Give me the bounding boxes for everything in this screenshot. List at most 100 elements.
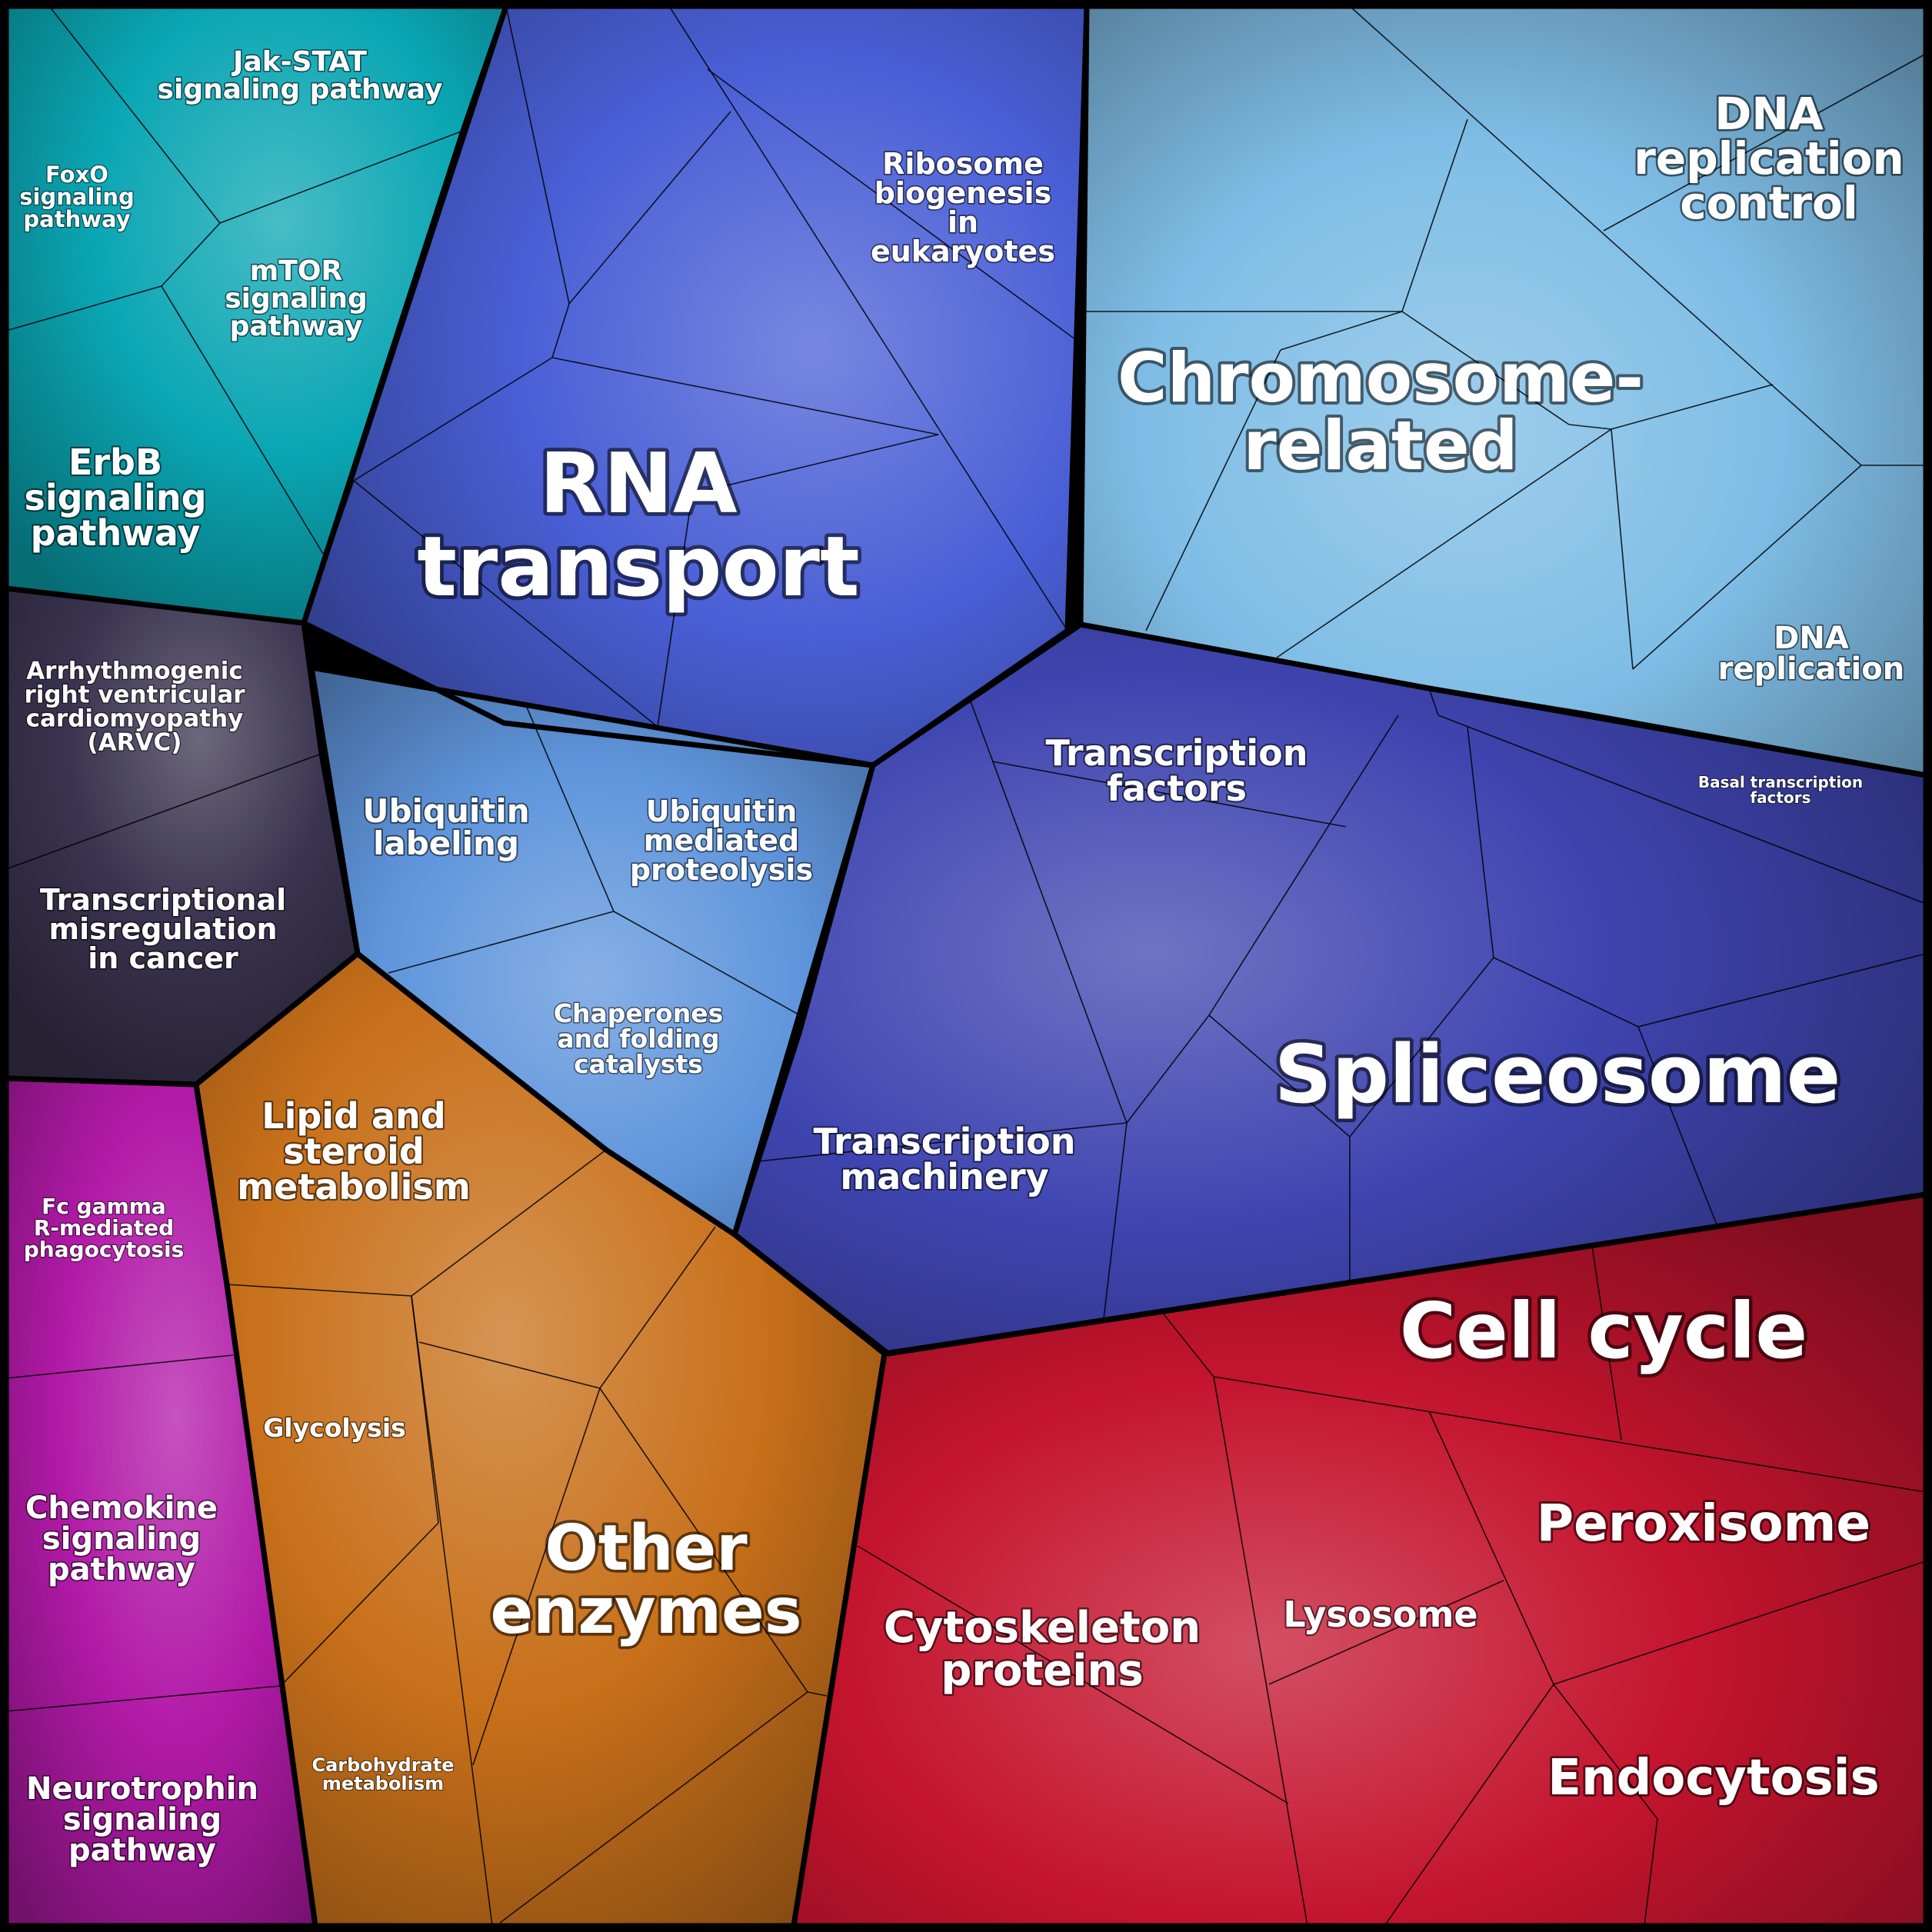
cell-divider-signaling-2 — [161, 222, 221, 287]
cell-divider-metabolism-9 — [807, 1691, 828, 1697]
cell-divider-rna-8 — [657, 493, 693, 728]
cell-divider-immune-1 — [5, 1685, 281, 1712]
cell-divider-chromosome-3 — [1401, 118, 1468, 312]
cell-divider-chromosome-10 — [1276, 428, 1612, 658]
group-region-transcription — [734, 625, 1926, 1354]
cell-divider-rna-3 — [353, 357, 553, 481]
cell-divider-chromosome-9 — [1611, 384, 1774, 430]
cell-divider-transcription-2 — [1428, 688, 1439, 716]
cell-divider-chromosome-7 — [1401, 311, 1570, 425]
cell-divider-transcription-0 — [970, 701, 1128, 1124]
cell-divider-metabolism-8 — [472, 1387, 601, 1766]
group-region-disease — [6, 588, 358, 1084]
cell-divider-transcription-6 — [1208, 1014, 1351, 1138]
group-region-metabolism — [196, 954, 884, 1926]
cell-label: Endocytosis — [1547, 1750, 1879, 1807]
cell-divider-rna-1 — [551, 303, 570, 358]
cell-divider-rna-6 — [551, 357, 939, 435]
cell-divider-chromosome-2 — [1603, 53, 1927, 232]
cell-divider-metabolism-10 — [499, 1691, 808, 1924]
cell-divider-cellular-processes-5 — [1553, 1561, 1927, 1685]
cell-divider-disease-0 — [5, 753, 322, 870]
cell-divider-cellular-processes-7 — [1384, 1684, 1554, 1927]
cell-divider-chromosome-0 — [1349, 5, 1862, 466]
cell-divider-transcription-1 — [991, 761, 1347, 828]
cell-divider-immune-0 — [5, 1354, 234, 1379]
cell-divider-cellular-processes-0 — [1161, 1311, 1214, 1377]
cell-divider-transcription-14 — [757, 1122, 1128, 1162]
cell-divider-chromosome-11 — [1611, 428, 1634, 670]
group-region-chromosome — [1081, 6, 1926, 775]
cell-divider-metabolism-1 — [411, 1149, 607, 1297]
cell-divider-rna-0 — [505, 5, 570, 305]
group-region-protein-processing — [311, 668, 873, 1234]
cell-divider-rna-5 — [353, 480, 658, 728]
cell-divider-transcription-9 — [1493, 957, 1639, 1028]
cell-divider-transcription-3 — [1437, 715, 1927, 904]
cell-divider-chromosome-8 — [1568, 424, 1612, 430]
cell-divider-rna-10 — [707, 68, 1085, 347]
cell-label: Cell cycle — [1400, 1286, 1807, 1376]
cell-divider-chromosome-5 — [1280, 311, 1403, 351]
cell-divider-signaling-1 — [5, 285, 162, 331]
cell-divider-cellular-processes-4 — [1428, 1411, 1554, 1685]
cell-label: Glycolysis — [263, 1413, 406, 1443]
cell-divider-metabolism-4 — [411, 1295, 493, 1927]
cell-divider-protein-processing-2 — [613, 911, 801, 1016]
cell-divider-signaling-0 — [48, 5, 221, 224]
cell-divider-rna-9 — [668, 5, 1068, 631]
cell-divider-rna-7 — [691, 434, 939, 495]
cell-divider-signaling-4 — [161, 285, 324, 555]
cell-divider-cellular-processes-2 — [1591, 1245, 1622, 1441]
cell-divider-metabolism-7 — [599, 1387, 808, 1693]
cell-divider-transcription-10 — [1637, 953, 1927, 1028]
cell-divider-transcription-13 — [1103, 1122, 1128, 1320]
cell-divider-protein-processing-1 — [388, 911, 615, 974]
group-region-immune — [6, 1078, 315, 1926]
cell-divider-cellular-processes-1 — [1213, 1376, 1927, 1493]
cell-divider-chromosome-12 — [1632, 465, 1862, 670]
cell-divider-cellular-processes-10 — [857, 1545, 1289, 1804]
cell-divider-transcription-5 — [1126, 1014, 1210, 1124]
cell-divider-transcription-7 — [1467, 726, 1494, 958]
cell-divider-cellular-processes-6 — [1268, 1580, 1504, 1685]
cell-divider-protein-processing-0 — [525, 703, 615, 912]
cell-divider-transcription-11 — [1637, 1026, 1717, 1225]
cell-divider-signaling-3 — [219, 130, 464, 224]
cell-label: Lysosome — [1283, 1594, 1477, 1635]
cell-divider-transcription-8 — [1349, 957, 1494, 1138]
cell-divider-rna-2 — [568, 111, 731, 305]
cell-divider-metabolism-5 — [418, 1341, 601, 1389]
cell-divider-cellular-processes-8 — [1553, 1684, 1658, 1820]
cell-divider-transcription-4 — [1208, 715, 1399, 1016]
cell-label: Chromosome-related — [1118, 338, 1644, 485]
cell-label: Peroxisome — [1537, 1494, 1870, 1553]
group-region-cellular-processes — [794, 1194, 1926, 1926]
cell-divider-metabolism-0 — [226, 1284, 412, 1297]
group-region-signaling — [6, 6, 506, 623]
cell-divider-cellular-processes-9 — [1644, 1818, 1658, 1927]
